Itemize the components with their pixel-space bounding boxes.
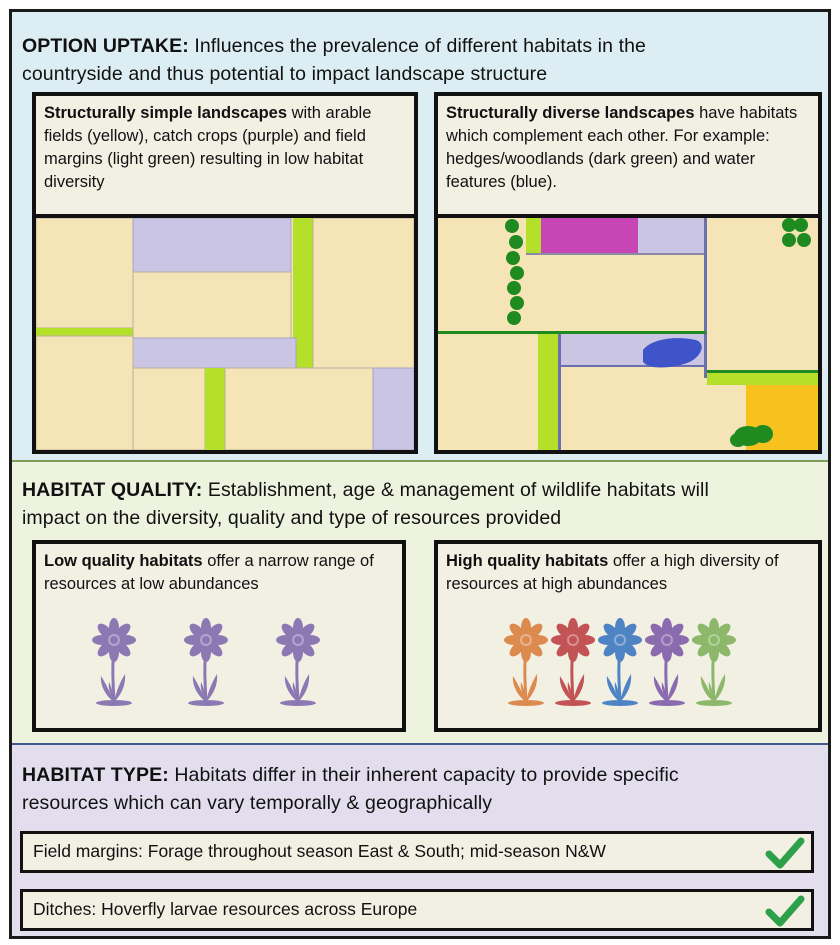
habitat-type-heading: HABITAT TYPE: Habitats differ in their i… bbox=[22, 761, 679, 817]
option-uptake-line1: Influences the prevalence of different h… bbox=[188, 35, 646, 57]
habitat-type-section: HABITAT TYPE: Habitats differ in their i… bbox=[12, 743, 828, 936]
flower-icon bbox=[551, 618, 595, 706]
flower-icon bbox=[598, 618, 642, 706]
flower-icon bbox=[276, 618, 320, 706]
infographic-frame bbox=[9, 9, 831, 939]
diverse-landscape-bold: Structurally diverse landscapes bbox=[446, 104, 695, 122]
flower-icon bbox=[692, 618, 736, 706]
flower-icon bbox=[184, 618, 228, 706]
diverse-landscape-map bbox=[434, 218, 822, 454]
habitat-type-line2: resources which can vary temporally & ge… bbox=[22, 792, 493, 814]
flower-icon bbox=[92, 618, 136, 706]
field-margins-text: Field margins: Forage throughout season … bbox=[33, 841, 606, 861]
habitat-type-line1: Habitats differ in their inherent capaci… bbox=[168, 764, 679, 786]
flower-icon bbox=[504, 618, 548, 706]
high-quality-panel: High quality habitats offer a high diver… bbox=[434, 540, 822, 732]
high-quality-text: offer a high diversity of resources at h… bbox=[446, 552, 779, 593]
high-quality-bold: High quality habitats bbox=[446, 552, 609, 570]
ditches-row: Ditches: Hoverfly larvae resources acros… bbox=[20, 889, 814, 931]
checkmark-icon bbox=[765, 895, 805, 927]
low-quality-panel: Low quality habitats offer a narrow rang… bbox=[32, 540, 406, 732]
diverse-landscape-text: have habitats which complement each othe… bbox=[446, 104, 798, 191]
habitat-type-title: HABITAT TYPE: bbox=[22, 764, 169, 786]
simple-landscape-caption: Structurally simple landscapes with arab… bbox=[32, 92, 418, 218]
low-quality-bold: Low quality habitats bbox=[44, 552, 203, 570]
option-uptake-title: OPTION UPTAKE: bbox=[22, 35, 189, 57]
simple-landscape-bold: Structurally simple landscapes bbox=[44, 104, 288, 122]
habitat-quality-line1: Establishment, age & management of wildl… bbox=[202, 479, 709, 501]
option-uptake-line2: countryside and thus potential to impact… bbox=[22, 63, 548, 85]
habitat-quality-line2: impact on the diversity, quality and typ… bbox=[22, 507, 562, 529]
habitat-quality-title: HABITAT QUALITY: bbox=[22, 479, 203, 501]
habitat-quality-heading: HABITAT QUALITY: Establishment, age & ma… bbox=[22, 476, 709, 532]
diverse-landscape-caption: Structurally diverse landscapes have hab… bbox=[434, 92, 822, 218]
low-quality-text: offer a narrow range of resources at low… bbox=[44, 552, 374, 593]
habitat-quality-section: HABITAT QUALITY: Establishment, age & ma… bbox=[12, 460, 828, 743]
checkmark-icon bbox=[765, 837, 805, 869]
ditches-text: Ditches: Hoverfly larvae resources acros… bbox=[33, 899, 418, 919]
simple-landscape-text: with arable fields (yellow), catch crops… bbox=[44, 104, 372, 191]
flower-icon bbox=[645, 618, 689, 706]
field-margins-row: Field margins: Forage throughout season … bbox=[20, 831, 814, 873]
option-uptake-heading: OPTION UPTAKE: Influences the prevalence… bbox=[22, 32, 646, 88]
simple-landscape-map bbox=[32, 218, 418, 454]
option-uptake-section: OPTION UPTAKE: Influences the prevalence… bbox=[12, 12, 828, 460]
